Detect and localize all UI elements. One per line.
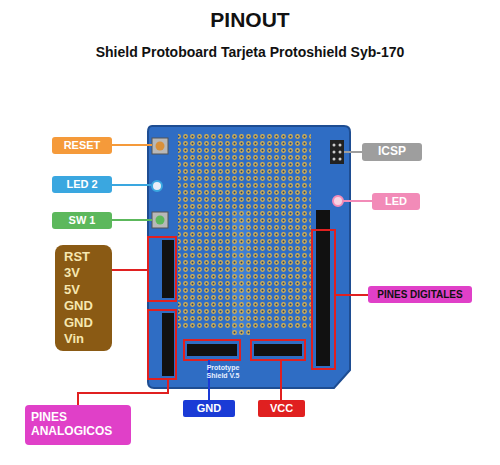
leader-line [112, 184, 151, 186]
callout-text: RST 3V 5V GND GND Vin [64, 249, 108, 348]
led-callout: LED [372, 193, 420, 210]
pin [333, 158, 336, 161]
led2-callout: LED 2 [52, 176, 112, 193]
pin [339, 151, 342, 154]
gnd-header [187, 344, 237, 356]
digital-header [316, 210, 330, 366]
led2-symbol [152, 181, 162, 191]
reset-button [152, 138, 168, 154]
digital-pins-callout: PINES DIGITALES [368, 286, 472, 303]
vcc-callout: VCC [258, 400, 305, 417]
switch-button [152, 212, 168, 228]
callout-text: GND [197, 402, 221, 415]
leader-line [112, 269, 148, 271]
gnd-callout: GND [183, 400, 235, 417]
callout-text: VCC [270, 402, 293, 415]
switch-cap [156, 216, 165, 225]
analog-header [162, 313, 174, 376]
leader-line [112, 219, 152, 221]
callout-text: ICSP [378, 145, 406, 159]
bus-strip-pads [232, 210, 250, 335]
leader-line [344, 151, 362, 153]
leader-line [335, 294, 368, 296]
pin [339, 158, 342, 161]
icsp-callout: ICSP [362, 143, 422, 161]
shield-board [148, 126, 350, 388]
highlight-box [184, 340, 240, 360]
pin [339, 144, 342, 147]
power-pins-callout: RST 3V 5V GND GND Vin [55, 245, 112, 351]
sw1-callout: SW 1 [52, 212, 112, 229]
highlight-box [251, 340, 305, 360]
callout-text: PINES ANALOGICOS [31, 411, 131, 439]
vcc-header [254, 344, 302, 356]
reset-cap [156, 142, 165, 151]
analog-pins-callout: PINES ANALOGICOS [25, 405, 131, 445]
callout-text: RESET [64, 139, 101, 152]
pin [333, 151, 336, 154]
callout-text: PINES DIGITALES [377, 289, 462, 301]
leader-line [112, 144, 152, 146]
power-header [162, 240, 174, 298]
reset-callout: RESET [52, 137, 112, 154]
callout-text: SW 1 [69, 214, 96, 227]
page-title: PINOUT [0, 8, 500, 32]
subtitle: Shield Protoboard Tarjeta Protoshield Sy… [0, 44, 500, 60]
leader-line [343, 200, 372, 202]
callout-text: LED [385, 195, 407, 208]
leader-line [78, 379, 168, 405]
icsp-header [330, 140, 344, 164]
callout-text: LED 2 [66, 178, 97, 191]
highlight-box [312, 230, 335, 369]
bus-strip [232, 210, 250, 335]
pin [333, 144, 336, 147]
highlight-box [148, 237, 176, 301]
highlight-box [148, 310, 176, 379]
leader-line [280, 360, 282, 400]
board-silkscreen: Prototype Shield V.5 [196, 364, 250, 380]
led-symbol [333, 196, 343, 206]
